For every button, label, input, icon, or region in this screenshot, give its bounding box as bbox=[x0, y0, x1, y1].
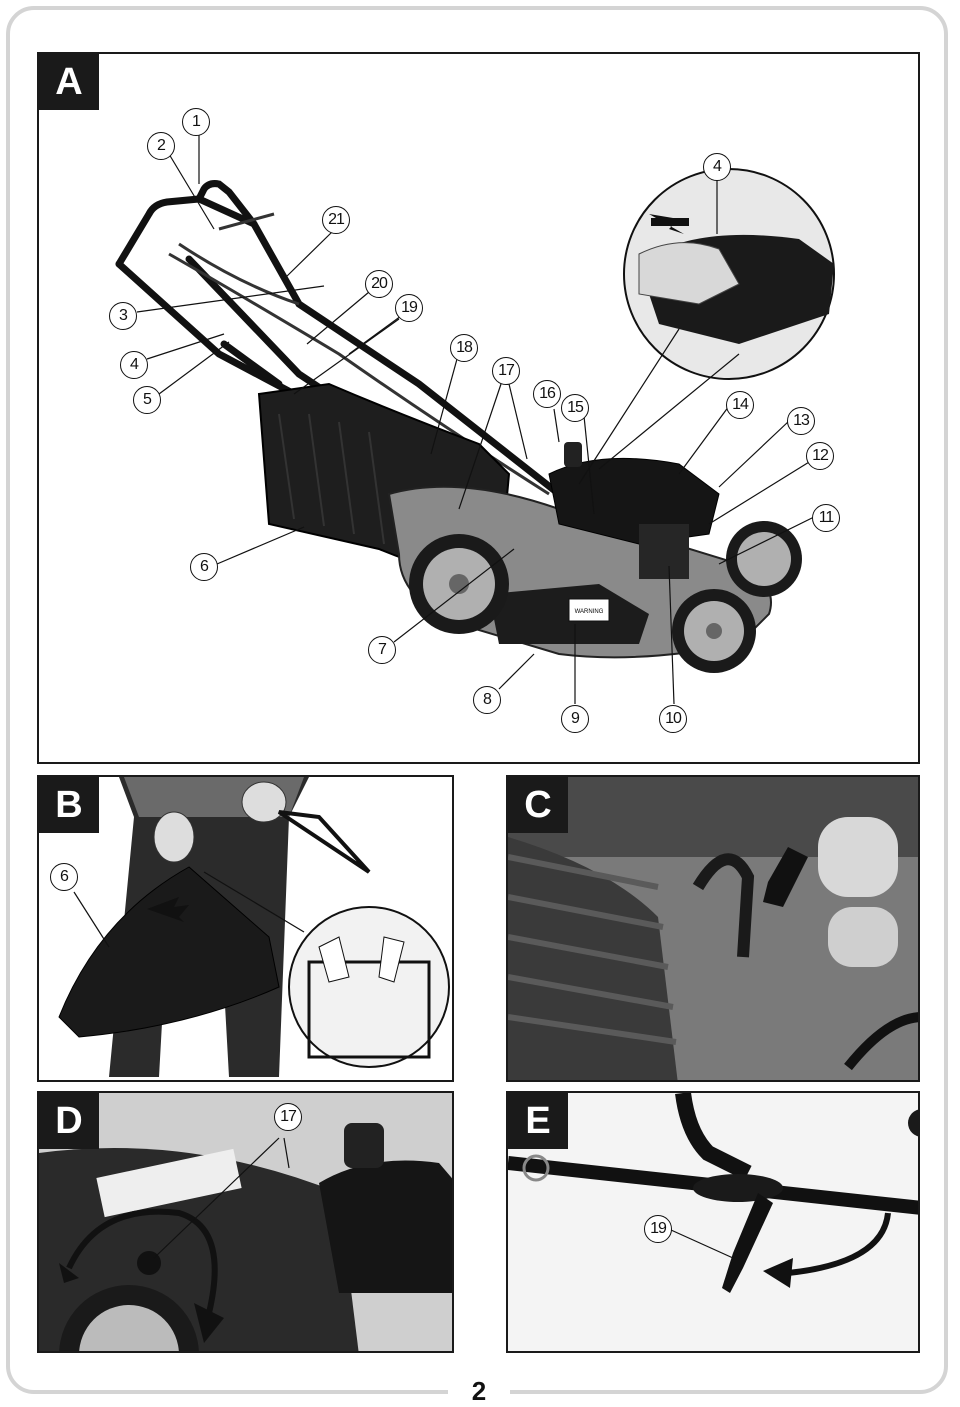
callout-13: 13 bbox=[787, 407, 815, 435]
bag-frame-handle bbox=[277, 810, 371, 874]
lawnmower-illustration: WARNING bbox=[115, 134, 835, 705]
mesh-bag bbox=[508, 837, 678, 1080]
curved-arrow-icon bbox=[787, 1212, 891, 1276]
right-hand bbox=[241, 781, 287, 823]
rotate-arrow-icon bbox=[66, 1208, 218, 1314]
figure-panel-a: WARNING bbox=[37, 52, 920, 764]
callout-17: 17 bbox=[274, 1103, 302, 1131]
callout-leader-19 bbox=[670, 1229, 734, 1259]
axle-bolt-upper bbox=[818, 817, 898, 897]
air-filter bbox=[639, 524, 689, 579]
figure-panel-b: B 6 bbox=[37, 775, 454, 1082]
callout-21: 21 bbox=[322, 206, 350, 234]
callout-4: 4 bbox=[120, 351, 148, 379]
cable-clip bbox=[522, 1154, 550, 1182]
callout-19: 19 bbox=[395, 294, 423, 322]
warning-label-text: WARNING bbox=[575, 609, 604, 615]
callout-7: 7 bbox=[368, 636, 396, 664]
fuel-cap bbox=[564, 442, 582, 467]
drive-lever-photo bbox=[508, 1093, 918, 1351]
panel-label-a: A bbox=[39, 54, 99, 110]
callout-leader-17 bbox=[153, 1137, 280, 1259]
front-wheel-far bbox=[726, 521, 802, 597]
drive-lever bbox=[722, 1193, 773, 1293]
bag-folds bbox=[278, 413, 385, 545]
callout-5: 5 bbox=[133, 386, 161, 414]
callout-16: 16 bbox=[533, 380, 561, 408]
callout-6: 6 bbox=[50, 863, 78, 891]
callout-19: 19 bbox=[644, 1215, 672, 1243]
handle-upper-tube bbox=[675, 1093, 752, 1181]
figure-panel-d: D 17 bbox=[37, 1091, 454, 1353]
callout-1: 1 bbox=[182, 108, 210, 136]
figure-panel-c: C bbox=[506, 775, 920, 1082]
callout-12: 12 bbox=[806, 442, 834, 470]
detail-inset-circle bbox=[623, 168, 835, 380]
inset-callout-4: 4 bbox=[703, 153, 731, 181]
panel-label-b: B bbox=[39, 777, 99, 833]
bag-hook-photo bbox=[508, 777, 918, 1080]
rear-wheel bbox=[409, 534, 509, 634]
callout-9: 9 bbox=[561, 705, 589, 733]
panel-label-e: E bbox=[508, 1093, 568, 1149]
front-wheel bbox=[672, 589, 756, 673]
callout-18: 18 bbox=[450, 334, 478, 362]
callout-8: 8 bbox=[473, 686, 501, 714]
height-adjust-photo bbox=[39, 1093, 452, 1351]
arrow-down-icon bbox=[763, 847, 808, 907]
panel-label-d: D bbox=[39, 1093, 99, 1149]
callout-11: 11 bbox=[812, 504, 840, 532]
label-plate bbox=[96, 1148, 242, 1218]
callout-3: 3 bbox=[109, 302, 137, 330]
axle-bolt-lower bbox=[828, 907, 898, 967]
callout-14: 14 bbox=[726, 391, 754, 419]
panel-label-c: C bbox=[508, 777, 568, 833]
arrow-right-icon bbox=[147, 897, 189, 922]
callout-10: 10 bbox=[659, 705, 687, 733]
callout-leader-6 bbox=[73, 891, 110, 948]
page-number: 2 bbox=[448, 1378, 510, 1404]
callout-2: 2 bbox=[147, 132, 175, 160]
bag-detail-inset bbox=[288, 906, 450, 1068]
fuel-cap bbox=[344, 1123, 384, 1168]
callout-leader-lines bbox=[136, 134, 815, 705]
warning-label bbox=[568, 598, 610, 622]
callout-17: 17 bbox=[492, 357, 520, 385]
bag-hook bbox=[692, 853, 755, 958]
callout-20: 20 bbox=[365, 270, 393, 298]
left-hand bbox=[153, 811, 195, 863]
callout-6: 6 bbox=[190, 553, 218, 581]
lever-mount bbox=[693, 1174, 783, 1202]
grass-bag bbox=[58, 866, 280, 1038]
engine-cover bbox=[319, 1160, 452, 1293]
callout-15: 15 bbox=[561, 394, 589, 422]
bag-attach-illustration bbox=[58, 777, 450, 1077]
figure-panel-e: E 19 bbox=[506, 1091, 920, 1353]
